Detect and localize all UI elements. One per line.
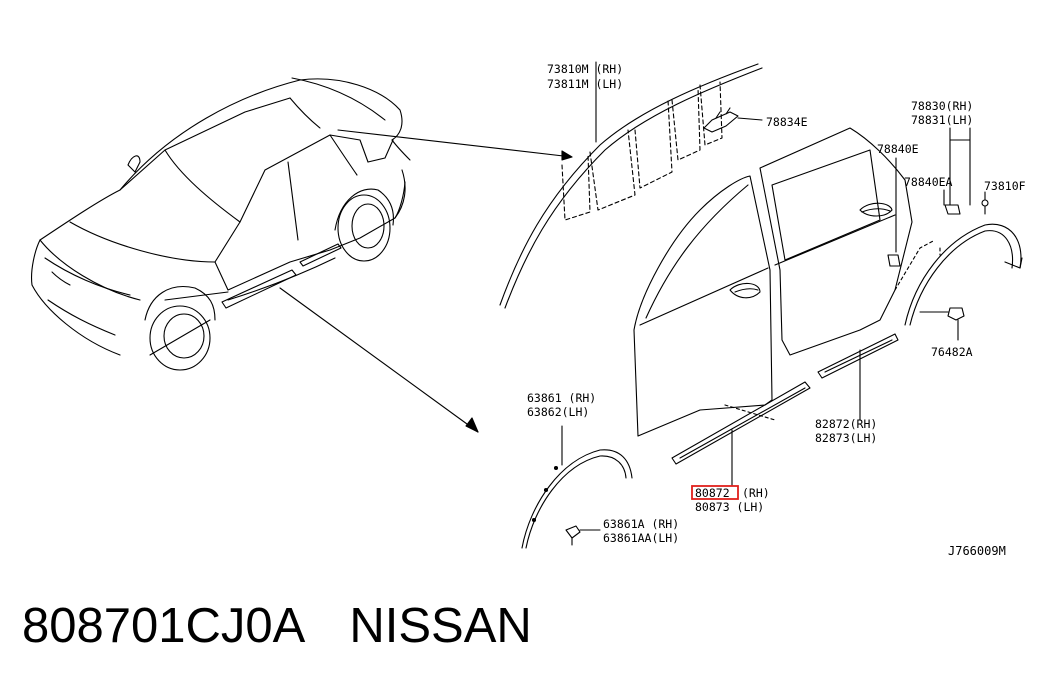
label-73811M: 73811M (LH) bbox=[547, 77, 623, 91]
part-labels: 73810M (RH) 73811M (LH) 78834E 78830(RH)… bbox=[527, 62, 1026, 558]
highlight-box bbox=[691, 485, 739, 500]
label-80872-number: 80872 bbox=[695, 486, 730, 500]
arrow-roof-to-molding bbox=[337, 129, 573, 161]
label-80873: 80873 (LH) bbox=[695, 500, 764, 514]
brand-name: NISSAN bbox=[349, 599, 532, 653]
rear-door bbox=[759, 127, 913, 356]
label-82872: 82872(RH) bbox=[815, 417, 877, 431]
label-73810M: 73810M (RH) bbox=[547, 62, 623, 76]
caption: 808701CJ0A NISSAN bbox=[22, 596, 532, 656]
label-80872-side: (RH) bbox=[742, 486, 770, 500]
front-fender-arch bbox=[521, 425, 633, 549]
clip-78834E bbox=[703, 107, 763, 133]
label-63861AA: 63861AA(LH) bbox=[603, 531, 679, 545]
label-78840EA: 78840EA bbox=[904, 175, 953, 189]
label-63861: 63861 (RH) bbox=[527, 391, 596, 405]
label-78834E: 78834E bbox=[766, 115, 808, 129]
part-number: 808701CJ0A bbox=[22, 599, 306, 653]
vehicle-illustration bbox=[31, 77, 411, 371]
label-82873: 82873(LH) bbox=[815, 431, 877, 445]
label-78830: 78830(RH) bbox=[911, 99, 973, 113]
front-door bbox=[633, 175, 773, 437]
label-76482A: 76482A bbox=[931, 345, 973, 359]
roof-molding bbox=[499, 61, 763, 309]
label-78831: 78831(LH) bbox=[911, 113, 973, 127]
label-63862: 63862(LH) bbox=[527, 405, 589, 419]
label-78840E: 78840E bbox=[877, 142, 919, 156]
rear-fender-arch bbox=[887, 127, 1023, 341]
rear-door-molding-82872 bbox=[817, 333, 899, 421]
label-63861A: 63861A (RH) bbox=[603, 517, 679, 531]
front-door-molding-80872 bbox=[671, 381, 811, 487]
arrow-side-to-fenders bbox=[279, 287, 479, 433]
label-73810F: 73810F bbox=[984, 179, 1026, 193]
diagram-reference: J766009M bbox=[948, 544, 1006, 558]
